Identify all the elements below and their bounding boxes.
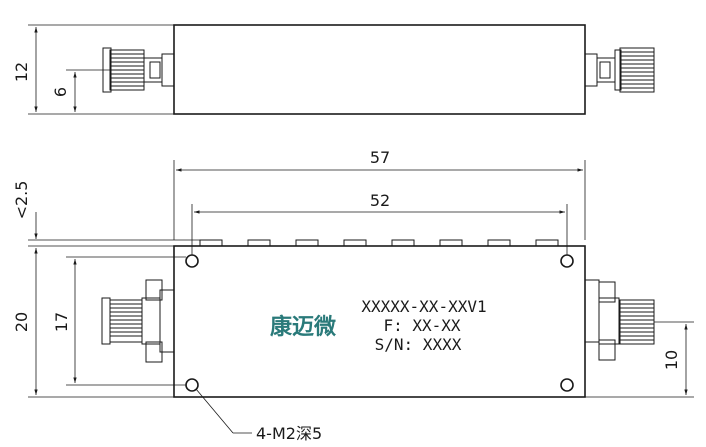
dim-hole-vertical-label: 17 bbox=[52, 312, 71, 332]
left-connector-top bbox=[101, 279, 175, 363]
dim-port-offset: 10 bbox=[585, 321, 694, 398]
brand-logo: 康迈微 bbox=[270, 314, 336, 340]
top-view: 康迈微 XXXXX-XX-XXV1 F: XX-XX S/N: XXXX 57 … bbox=[12, 148, 694, 443]
right-connector-side bbox=[584, 47, 655, 93]
lid-screws bbox=[199, 239, 559, 247]
frequency-text: F: XX-XX bbox=[383, 316, 460, 335]
side-view: 12 6 bbox=[12, 24, 655, 115]
dim-hole-spacing: 52 bbox=[191, 191, 568, 255]
serial-text: S/N: XXXX bbox=[375, 335, 462, 354]
side-body bbox=[173, 24, 586, 115]
product-label: 康迈微 XXXXX-XX-XXV1 F: XX-XX S/N: XXXX bbox=[270, 297, 487, 354]
model-text: XXXXX-XX-XXV1 bbox=[361, 297, 486, 316]
dim-overall-length: 57 bbox=[173, 148, 586, 240]
top-body bbox=[173, 245, 586, 398]
dim-top-clearance: <2.5 bbox=[12, 181, 200, 247]
dim-body-width: 20 bbox=[12, 248, 174, 398]
dim-top-clearance-label: <2.5 bbox=[12, 181, 31, 220]
dim-side-height: 12 bbox=[12, 24, 174, 115]
mounting-holes bbox=[185, 254, 574, 392]
dim-connector-center-label: 6 bbox=[51, 87, 70, 97]
dim-connector-center: 6 bbox=[51, 69, 110, 112]
dim-port-offset-label: 10 bbox=[662, 350, 681, 370]
hole-callout: 4-M2深5 bbox=[195, 388, 322, 443]
left-connector-side bbox=[102, 47, 175, 93]
dim-body-width-label: 20 bbox=[12, 312, 31, 332]
dim-overall-length-label: 57 bbox=[370, 148, 390, 167]
dim-hole-vertical: 17 bbox=[52, 256, 186, 386]
right-connector-top bbox=[584, 279, 655, 361]
dim-side-height-label: 12 bbox=[12, 62, 31, 82]
dim-hole-spacing-label: 52 bbox=[370, 191, 390, 210]
hole-callout-label: 4-M2深5 bbox=[256, 424, 322, 443]
